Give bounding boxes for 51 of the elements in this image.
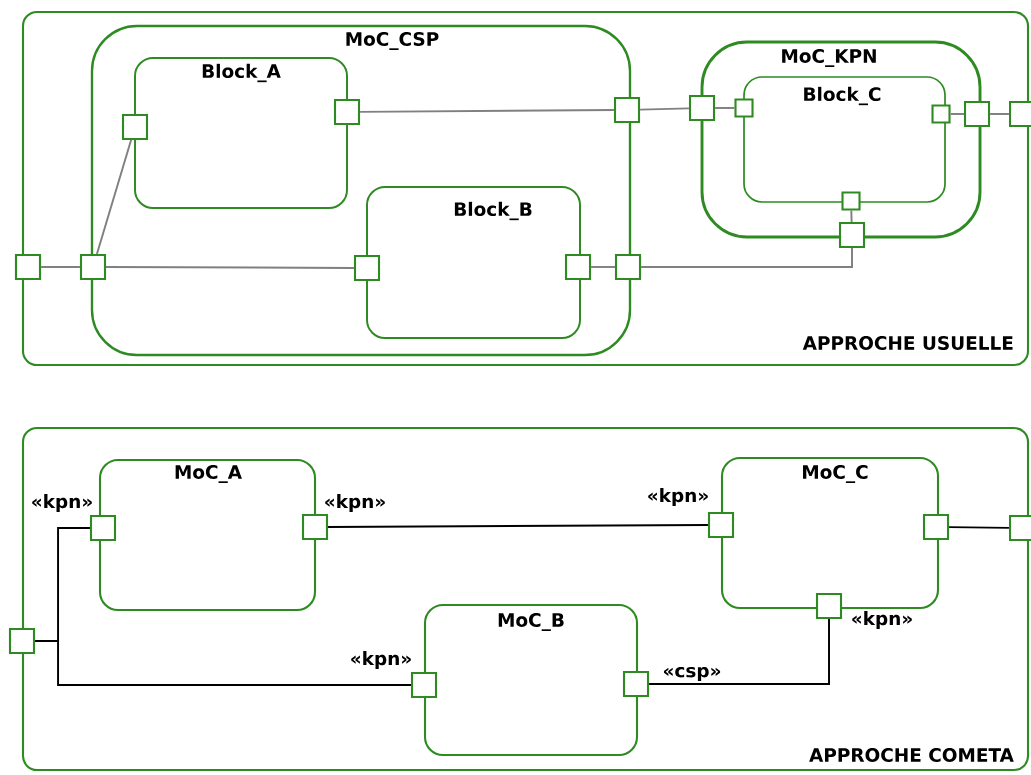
connector-line — [850, 209, 853, 223]
port-square — [8, 627, 36, 655]
connector-line — [648, 618, 830, 685]
connector-line — [95, 139, 133, 255]
connector-line — [948, 526, 1010, 529]
stereotype-label: «kpn» — [852, 611, 912, 629]
port-square — [89, 514, 117, 542]
connector-line — [34, 640, 412, 686]
connector-line — [640, 247, 853, 268]
port-square — [564, 253, 592, 281]
port-square — [353, 254, 381, 282]
connector-line — [714, 107, 736, 109]
block-box: Block_C — [743, 76, 946, 203]
port-square — [922, 513, 950, 541]
port-square — [838, 221, 866, 249]
port-square — [14, 253, 42, 281]
port-square — [410, 671, 438, 699]
stereotype-label: «kpn» — [325, 494, 385, 512]
stereotype-label: «kpn» — [32, 494, 92, 512]
block-box: Block_A — [134, 57, 348, 209]
stereotype-label: «kpn» — [351, 651, 411, 669]
port-square — [614, 253, 642, 281]
stereotype-label: «kpn» — [648, 488, 708, 506]
port-square — [734, 98, 754, 118]
connector-line — [40, 266, 81, 268]
port-square — [841, 191, 861, 211]
port-square — [613, 96, 641, 124]
connector-line — [590, 266, 616, 268]
port-square — [121, 113, 149, 141]
port-square — [1008, 100, 1031, 128]
port-square — [815, 592, 843, 620]
port-square — [301, 513, 329, 541]
connector-line — [989, 113, 1010, 115]
connector-line — [639, 107, 690, 111]
port-square — [1008, 514, 1031, 542]
port-square — [963, 100, 991, 128]
block-box: MoC_B — [423, 603, 639, 757]
block-box: Block_B — [366, 186, 581, 339]
port-square — [79, 253, 107, 281]
port-square — [333, 98, 361, 126]
block-box: MoC_C — [720, 456, 940, 610]
connector-line — [949, 113, 965, 115]
port-square — [622, 670, 650, 698]
stereotype-label: «csp» — [663, 666, 721, 682]
connector-line — [327, 524, 709, 528]
port-square — [931, 104, 951, 124]
port-square — [707, 511, 735, 539]
port-square — [688, 94, 716, 122]
block-box: MoC_A — [98, 458, 317, 612]
connector-line — [105, 266, 355, 269]
connector-line — [359, 109, 615, 113]
